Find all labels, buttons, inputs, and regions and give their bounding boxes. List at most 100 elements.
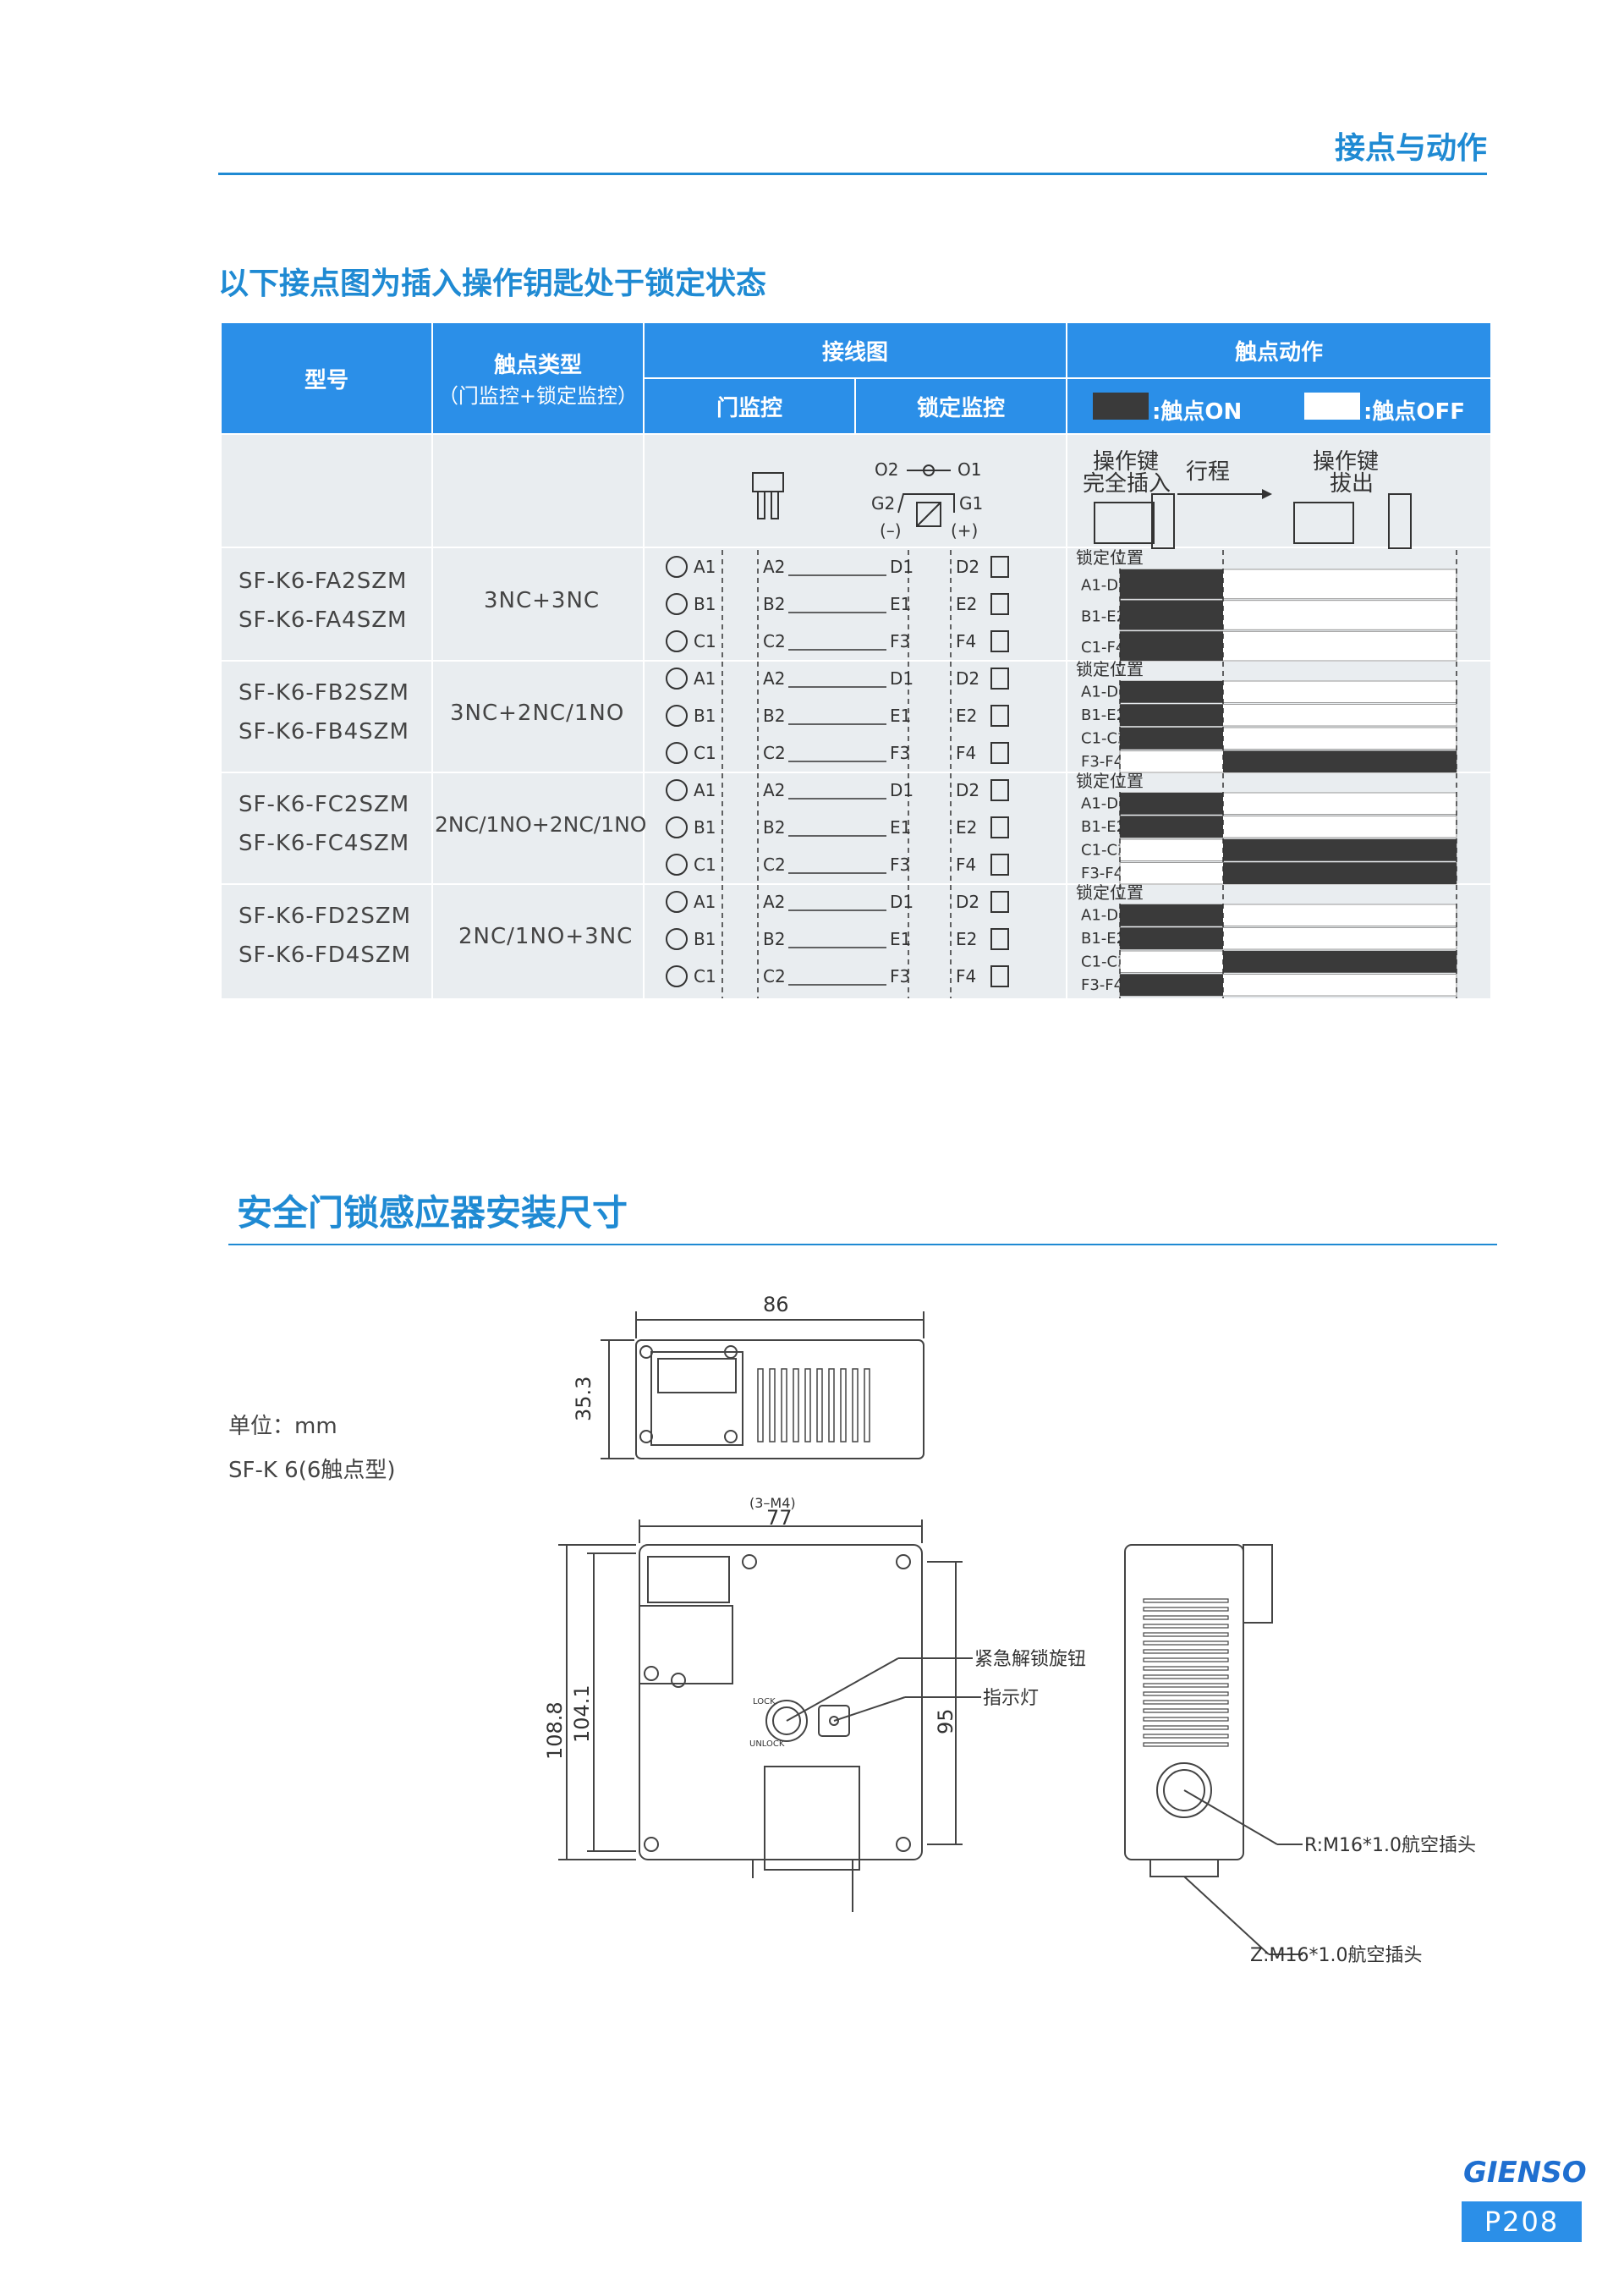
legend-off-label: :触点OFF (1363, 399, 1466, 425)
section-title-contacts: 以下接点图为插入操作钥匙处于锁定状态 (218, 267, 767, 301)
terminal-label: B1 (694, 706, 716, 726)
label-stroke: 行程 (1186, 459, 1230, 485)
terminal-label: B2 (763, 929, 785, 949)
th-model: 型号 (222, 323, 431, 433)
contact-action-label: A1-D2 (1081, 794, 1128, 812)
header-divider (218, 173, 1487, 175)
vent-slot (1143, 1683, 1229, 1688)
terminal-label: F4 (956, 631, 976, 651)
action-bar-on (1223, 839, 1457, 861)
page-number: P208 (1462, 2201, 1582, 2242)
switch-icon (990, 816, 1009, 838)
contact-symbol-icon (666, 630, 688, 652)
type-row-1: 3NC+3NC (484, 588, 601, 613)
terminal-label: A1 (694, 892, 716, 912)
dim-35-3: 35.3 (572, 1377, 595, 1421)
action-bar-on (1120, 631, 1223, 661)
terminal-label: A1 (694, 557, 716, 577)
terminal-label: E2 (956, 817, 977, 838)
dim-95: 95 (934, 1708, 957, 1734)
terminal-label: F3 (890, 966, 910, 986)
th-contact-type: 触点类型 （门监控+锁定监控） (433, 323, 643, 433)
switch-icon (990, 630, 1009, 652)
switch-icon (990, 668, 1009, 690)
section2-divider (228, 1244, 1497, 1245)
action-bar-on (1223, 750, 1457, 772)
th-legend: :触点ON :触点OFF (1067, 379, 1490, 433)
vent-slot (793, 1368, 799, 1442)
contact-symbol-icon (666, 816, 688, 838)
vent-slot (1143, 1725, 1229, 1730)
terminal-label: D1 (890, 668, 914, 689)
vent-slot (1143, 1657, 1229, 1662)
vent-slot (828, 1368, 835, 1442)
contact-symbol-icon (666, 779, 688, 801)
terminal-label: A1 (694, 780, 716, 800)
type-row-3: 2NC/1NO+2NC/1NO (435, 812, 647, 837)
label-g1: G1 (959, 493, 983, 514)
action-bar-on (1120, 681, 1223, 703)
vent-slot (816, 1368, 823, 1442)
label-minus: (–) (880, 520, 902, 541)
contact-table: 型号 触点类型 （门监控+锁定监控） 接线图 门监控 锁定监控 触点动作 :触点… (222, 323, 1490, 998)
model-fc2szm: SF-K6-FC2SZM (239, 792, 410, 817)
action-bar-on (1120, 793, 1223, 815)
model-fd4szm: SF-K6-FD4SZM (239, 942, 412, 968)
terminal-label: D1 (890, 557, 914, 577)
terminal-label: C2 (763, 631, 786, 651)
type-row-2: 3NC+2NC/1NO (450, 701, 625, 726)
vent-slot (1143, 1708, 1229, 1713)
terminal-label: D2 (956, 557, 979, 577)
contact-action-label: F3-F4 (1081, 865, 1123, 882)
terminal-label: D2 (956, 780, 979, 800)
terminal-label: F4 (956, 966, 976, 986)
vent-slot (804, 1368, 811, 1442)
lock-position-label: 锁定位置 (1076, 659, 1144, 679)
dim-104-1: 104.1 (570, 1684, 594, 1743)
vent-slot (1143, 1598, 1229, 1603)
contact-action-label: A1-D2 (1081, 577, 1128, 595)
terminal-label: C1 (694, 854, 716, 875)
action-bar-on (1223, 951, 1457, 973)
switch-icon (990, 705, 1009, 727)
contact-action-label: C1-C2 (1081, 729, 1127, 747)
vent-slot (1143, 1691, 1229, 1696)
solenoid-icon (897, 464, 955, 527)
terminal-label: A2 (763, 557, 785, 577)
terminal-label: F4 (956, 743, 976, 763)
th-door-monitor: 门监控 (645, 379, 854, 433)
vent-slot (1143, 1607, 1229, 1612)
terminal-label: E2 (956, 594, 977, 614)
terminal-label: F3 (890, 743, 910, 763)
terminal-label: B1 (694, 817, 716, 838)
contact-action-label: B1-E2 (1081, 607, 1126, 625)
label-o2: O2 (875, 459, 898, 480)
action-bar-on (1120, 600, 1223, 630)
switch-icon (990, 854, 1009, 876)
contact-symbol-icon (666, 854, 688, 876)
terminal-label: A2 (763, 780, 785, 800)
vent-slot (1143, 1674, 1229, 1679)
action-bar-on (1120, 974, 1223, 996)
contact-symbol-icon (666, 593, 688, 615)
terminal-label: B2 (763, 594, 785, 614)
switch-icon (990, 779, 1009, 801)
contact-action-label: B1-E2 (1081, 930, 1126, 948)
contact-action-label: C1-C2 (1081, 953, 1127, 970)
contact-symbol-icon (666, 965, 688, 987)
switch-icon (990, 556, 1009, 578)
indicator-label: 指示灯 (983, 1688, 1039, 1709)
terminal-label: F3 (890, 854, 910, 875)
terminal-label: C2 (763, 854, 786, 875)
model-fc4szm: SF-K6-FC4SZM (239, 831, 410, 856)
th-lock-monitor: 锁定监控 (856, 379, 1066, 433)
page-header-title: 接点与动作 (1334, 131, 1487, 166)
terminal-label: E1 (890, 594, 911, 614)
terminal-label: E1 (890, 817, 911, 838)
action-bar-on (1120, 569, 1223, 599)
terminal-label: C2 (763, 966, 786, 986)
terminal-label: B1 (694, 594, 716, 614)
switch-icon (990, 928, 1009, 950)
contact-action-label: C1-C2 (1081, 841, 1127, 859)
terminal-label: C1 (694, 743, 716, 763)
